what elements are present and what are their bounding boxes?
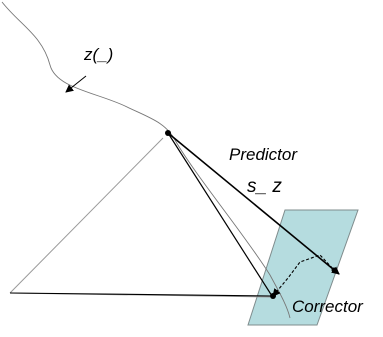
solution-curve: [1, 1, 291, 319]
predicted-point: [331, 267, 337, 273]
curve-label-pointer: [65, 75, 87, 93]
gray-edge-left: [9, 137, 164, 294]
curve-label: z(_): [83, 45, 113, 64]
corrector-path: [272, 254, 337, 297]
predictor-arrow: [167, 132, 340, 275]
corrected-point: [270, 293, 276, 299]
current-point: [165, 130, 171, 136]
secant-line: [167, 132, 273, 297]
step-label: s_ z: [247, 176, 282, 197]
predictor-label: Predictor: [229, 145, 298, 164]
base-line: [9, 292, 273, 297]
corrector-label: Corrector: [292, 297, 364, 316]
